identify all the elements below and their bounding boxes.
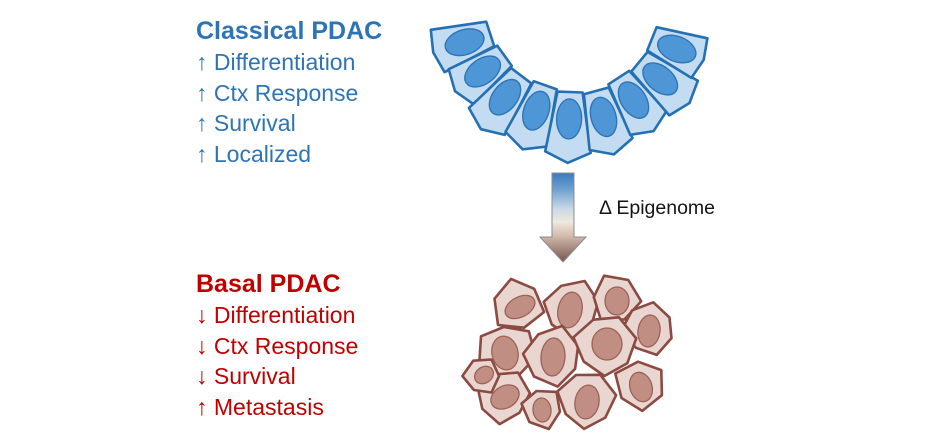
- basal-pdac-heading: Basal PDAC: [196, 270, 341, 298]
- basal-item-differentiation: ↓ Differentiation: [196, 302, 356, 328]
- basal-item-survival: ↓ Survival: [196, 363, 296, 389]
- classical-pdac-text-block: Classical PDAC ↑ Differentiation ↑ Ctx R…: [196, 15, 382, 169]
- epigenome-arrow-label: Δ Epigenome: [599, 197, 716, 219]
- classical-item-differentiation: ↑ Differentiation: [196, 49, 356, 75]
- basal-pdac-text-block: Basal PDAC ↓ Differentiation ↓ Ctx Respo…: [196, 268, 358, 422]
- epigenome-transition-arrow-icon: [538, 172, 588, 263]
- basal-cells-illustration: [461, 274, 673, 431]
- classical-pdac-heading: Classical PDAC: [196, 17, 383, 45]
- classical-item-survival: ↑ Survival: [196, 110, 296, 136]
- classical-cells-illustration: [429, 20, 709, 165]
- classical-item-ctx-response: ↑ Ctx Response: [196, 79, 359, 106]
- classical-item-localized: ↑ Localized: [196, 140, 312, 167]
- basal-item-metastasis: ↑ Metastasis: [196, 393, 324, 420]
- basal-item-ctx-response: ↓ Ctx Response: [196, 332, 359, 359]
